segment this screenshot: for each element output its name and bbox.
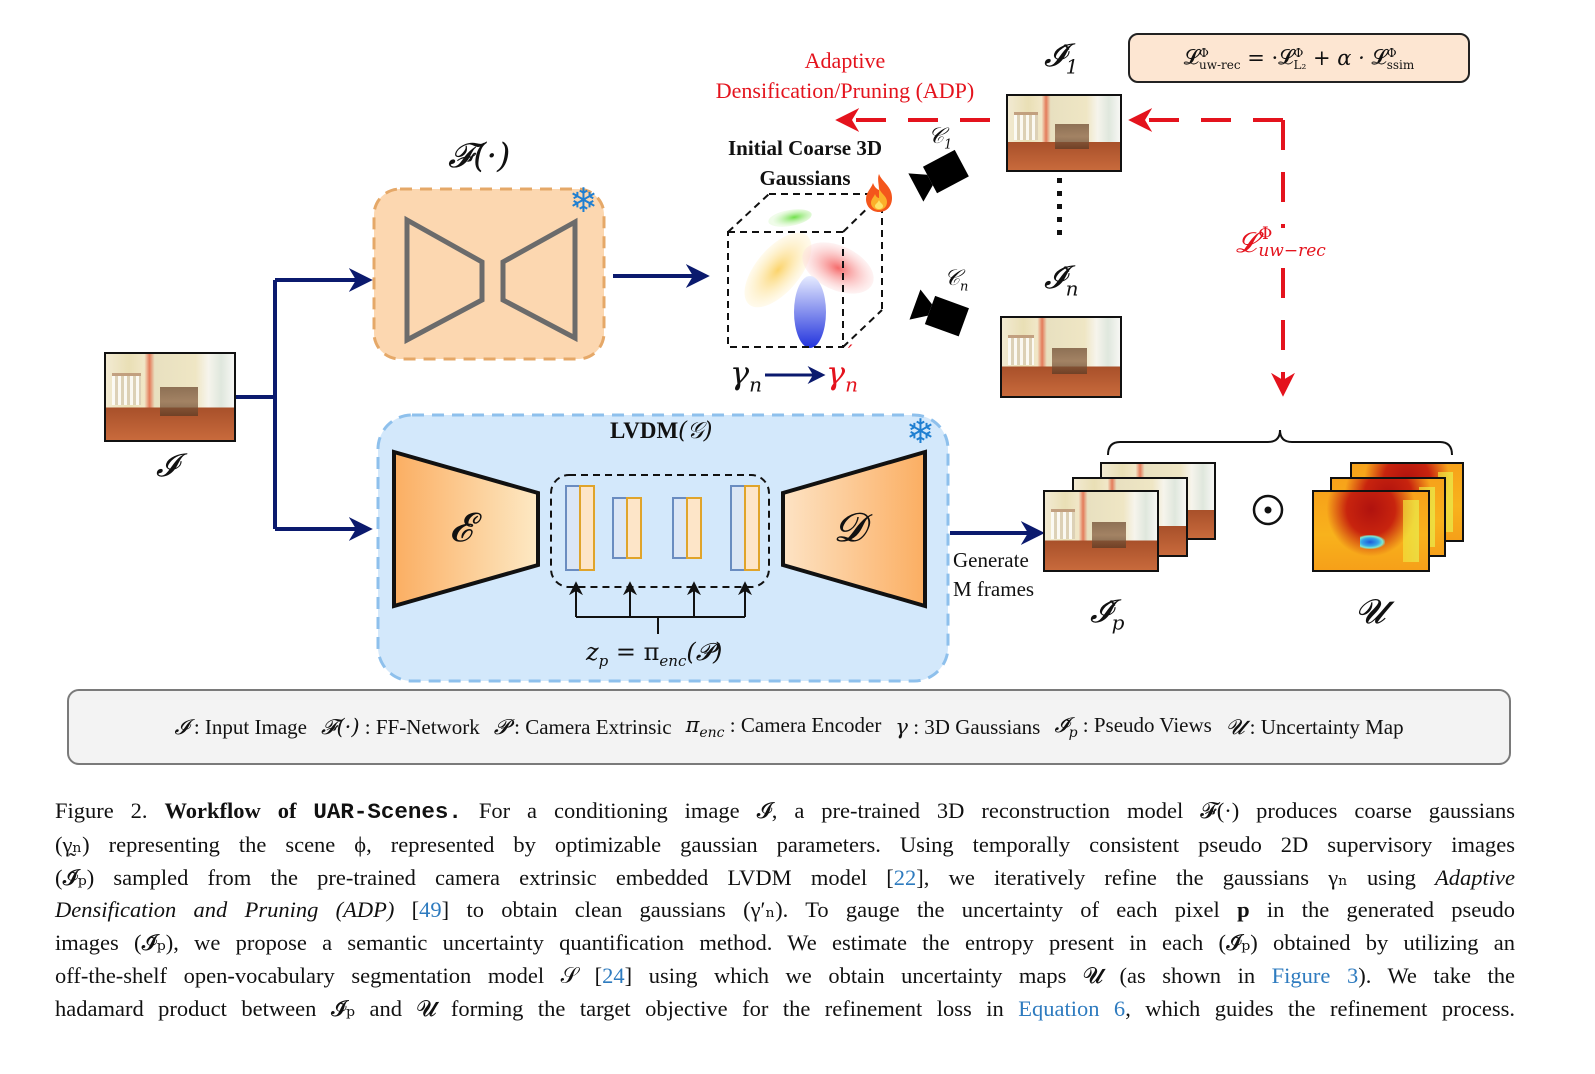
- ff-encoder-trapezoid: [404, 215, 485, 345]
- snowflake-icon: ❄: [906, 412, 935, 452]
- unet-dashed-frame: [550, 474, 770, 588]
- gaussian-yellow: [744, 232, 812, 308]
- render-n-subscript: n: [1065, 276, 1079, 301]
- citation-49-link[interactable]: 49: [419, 897, 442, 923]
- loss-edge-label: 𝓛 Φ uw−rec: [1236, 226, 1326, 260]
- lvdm-title-math: (𝒢): [678, 418, 713, 444]
- render-1-symbol: 𝓘̂: [1044, 36, 1066, 74]
- lvdm-block: [376, 413, 950, 683]
- ff-network-label: 𝓕(·): [448, 136, 511, 176]
- notation-legend: 𝓘 : Input Image 𝓕(·) : FF-Network 𝓟 : Ca…: [67, 689, 1511, 765]
- gamma-n-label: γn: [730, 354, 762, 396]
- legend-pseudo-views: 𝓘̃p : Pseudo Views: [1054, 712, 1212, 742]
- figure-caption: Figure 2. Workflow of UAR-Scenes. For a …: [55, 795, 1515, 1026]
- gaussian-blue: [794, 276, 826, 348]
- camera-1-symbol: 𝒞: [928, 124, 945, 149]
- lvdm-title-bold: LVDM: [610, 418, 679, 443]
- loss-edge-sup: Φ: [1258, 224, 1273, 244]
- camera-n-label: 𝒞n: [944, 266, 968, 294]
- render-ellipsis-dots: [1057, 178, 1062, 235]
- gamma-subscript: n: [749, 372, 763, 397]
- workflow-diagram: [236, 108, 1453, 683]
- camera-1-subscript: 1: [944, 137, 953, 153]
- caption-line-7: hadamard product between 𝓘̃ₚ and 𝓤 formi…: [55, 995, 1515, 1021]
- camera-1-label: 𝒞1: [928, 124, 952, 152]
- gamma-prime-symbol: γ: [826, 354, 846, 392]
- legend-camera-extrinsic: 𝓟 : Camera Extrinsic: [493, 714, 672, 739]
- render-1-subscript: 1: [1065, 54, 1079, 79]
- citation-22-link[interactable]: 22: [893, 864, 917, 890]
- figure-3-link[interactable]: Figure 3: [1271, 962, 1359, 988]
- ff-decoder-trapezoid: [500, 217, 578, 343]
- caption-line-3: (𝓘̃ₚ) sampled from the pre-trained camer…: [55, 864, 1515, 890]
- loss-feedback-path: [1128, 108, 1295, 397]
- legend-input-image: 𝓘 : Input Image: [174, 714, 307, 739]
- legend-3d-gaussians: γ : 3D Gaussians: [895, 714, 1041, 739]
- gamma-prime-subscript: n: [845, 372, 859, 397]
- camera-n-subscript: n: [960, 279, 969, 295]
- loss-plus-alpha: + α ·: [1306, 46, 1372, 70]
- flame-icon: [866, 174, 892, 212]
- gamma-symbol: γ: [730, 354, 750, 392]
- caption-line-1: Figure 2. Workflow of UAR-Scenes. For a …: [55, 798, 1515, 825]
- gamma-n-prime-label: γn ′: [826, 340, 859, 397]
- camera-embedding-label: zp = πenc(𝓟): [586, 638, 723, 670]
- pseudo-views-label: 𝓘̂p: [1090, 592, 1125, 635]
- loss-edge-sub: uw−rec: [1258, 241, 1326, 261]
- encoder-label: 𝓔: [449, 505, 472, 551]
- pseudo-view-frame-1: [1043, 490, 1159, 572]
- loss-equals: = ·: [1240, 46, 1279, 70]
- hadamard-product-symbol: [1252, 494, 1284, 526]
- unet-blocks: [565, 485, 760, 571]
- camera-conditioning-arrows: [569, 581, 752, 634]
- uncertainty-map-frame-1: [1312, 490, 1430, 572]
- generate-line1: Generate: [953, 548, 1029, 572]
- uncertainty-label: 𝓤: [1355, 592, 1386, 632]
- generate-line2: M frames: [953, 577, 1035, 601]
- loss-edge-symbol: 𝓛: [1236, 226, 1257, 259]
- video-camera-icon: [908, 149, 969, 202]
- render-1-label: 𝓘̂1: [1044, 36, 1078, 78]
- initial-gaussians-line2: Gaussians: [759, 166, 851, 190]
- gaussian-green: [768, 209, 812, 227]
- adp-label-line1: Adaptive: [804, 48, 886, 73]
- input-image-label: 𝓘: [156, 446, 178, 484]
- legend-ff-network: 𝓕(·) : FF-Network: [320, 714, 480, 739]
- caption-line-4: Densification and Pruning (ADP) [49] to …: [55, 897, 1515, 923]
- caption-line-5: images (𝓘̃ₚ), we propose a semantic unce…: [55, 930, 1515, 956]
- adp-label-line2: Densification/Pruning (ADP): [715, 78, 975, 103]
- equation-6-link[interactable]: Equation 6: [1018, 995, 1126, 1021]
- snowflake-icon: ❄: [569, 181, 598, 221]
- input-branch-arrows: [236, 268, 373, 541]
- render-n-label: 𝓘̂n: [1044, 258, 1079, 300]
- input-image-thumbnail: [104, 352, 236, 442]
- hadamard-brace: [1107, 429, 1453, 456]
- initial-gaussians-line1: Initial Coarse 3D: [728, 136, 882, 160]
- ff-network-block: [372, 187, 606, 361]
- render-1-thumbnail: [1006, 94, 1122, 172]
- gamma-prime-mark: ′: [848, 340, 853, 364]
- caption-line-2: (γ̰ₙ) representing the scene ϕ, represen…: [55, 831, 1515, 857]
- decoder-label: 𝓓: [834, 505, 865, 551]
- caption-line-6: off-the-shelf open-vocabulary segmentati…: [55, 962, 1515, 988]
- render-n-thumbnail: [1000, 316, 1122, 398]
- legend-uncertainty-map: 𝓤 : Uncertainty Map: [1225, 714, 1404, 739]
- initial-gaussians-label: Initial Coarse 3D Gaussians: [728, 133, 882, 193]
- citation-24-link[interactable]: 24: [602, 962, 625, 988]
- legend-camera-encoder: πenc : Camera Encoder: [685, 712, 882, 742]
- camera-n-symbol: 𝒞: [944, 266, 961, 291]
- gaussians-cube: [727, 193, 883, 348]
- render-n-symbol: 𝓘̂: [1044, 258, 1066, 296]
- lvdm-encoder-shape: [392, 449, 540, 609]
- lvdm-title: LVDM(𝒢): [610, 418, 713, 444]
- adp-label: Adaptive Densification/Pruning (ADP): [700, 46, 990, 106]
- lvdm-decoder-shape: [781, 449, 927, 609]
- gaussian-red: [802, 242, 874, 294]
- generate-frames-label: Generate M frames: [953, 546, 1034, 604]
- video-camera-icon: [909, 289, 969, 337]
